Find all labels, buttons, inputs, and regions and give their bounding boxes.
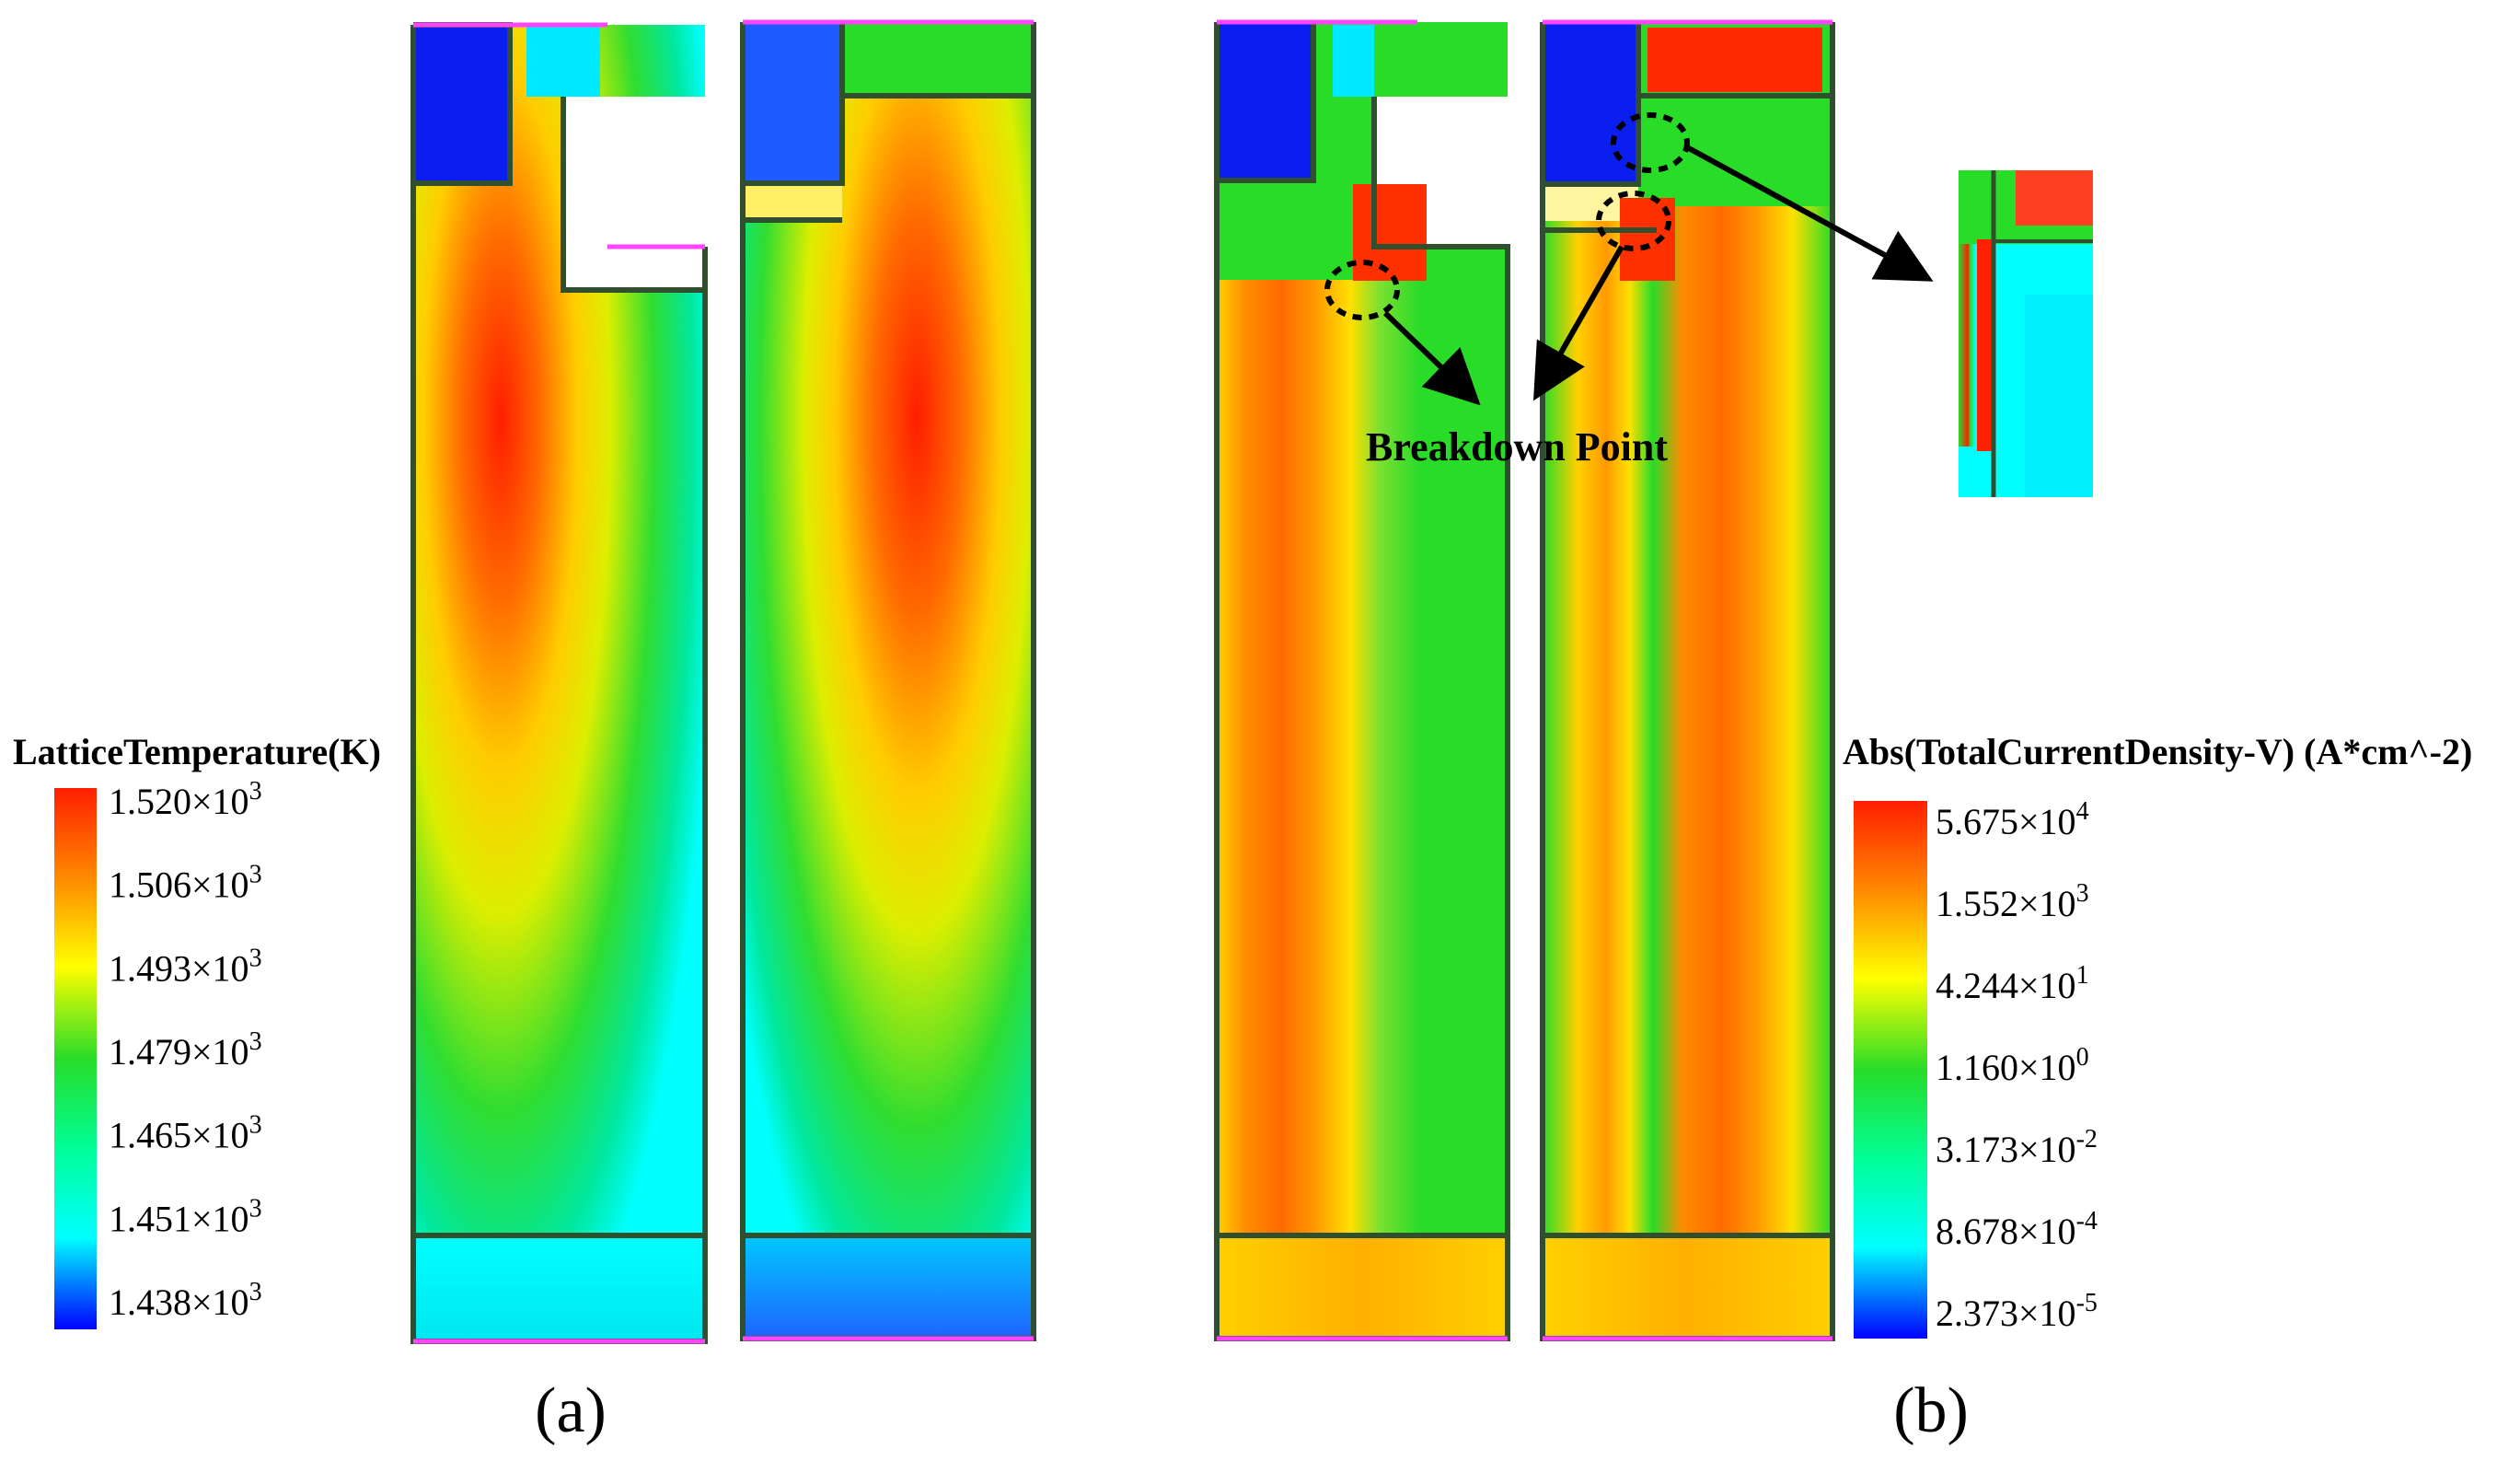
legend-b-tick-2: 4.244×101 [1936,961,2089,1006]
breakdown-marker-b2 [1596,191,1671,251]
legend-a-tick-2: 1.493×103 [109,944,262,989]
legend-b-tick-1: 1.552×103 [1936,879,2089,924]
device-b2 [1540,19,1835,1341]
p-region-a2 [743,183,842,220]
legend-a: LatticeTemperature(K) 1.520×103 1.506×103… [13,731,381,1329]
breakdown-marker-b1 [1324,260,1400,320]
gate-b1 [1333,25,1374,97]
source-contact-b2 [1543,22,1638,184]
gate-a2 [842,22,1034,96]
legend-b-tick-4: 3.173×10-2 [1936,1125,2098,1170]
legend-b-colorbar [1854,801,1927,1339]
legend-b-tick-6: 2.373×10-5 [1936,1289,2098,1334]
zoom-inset [1959,170,2093,497]
zoom-marker-b2 [1611,112,1690,173]
breakdown-point-label: Breakdown Point [1366,424,1668,470]
legend-a-colorbar [54,788,97,1329]
legend-a-tick-0: 1.520×103 [109,777,262,822]
panel-a [410,19,1036,1344]
legend-a-tick-1: 1.506×103 [109,861,262,906]
legend-b-tick-3: 1.160×100 [1936,1043,2089,1088]
legend-a-ticks: 1.520×103 1.506×103 1.493×103 1.479×103 1.46… [109,777,262,1323]
device-a1 [410,22,708,1344]
panel-label-b: (b) [1893,1375,1969,1446]
device-b1 [1214,19,1510,1341]
panel-b: Breakdown Point [1214,19,2093,1341]
legend-a-tick-6: 1.438×103 [109,1278,262,1323]
gate-a1 [526,25,600,97]
legend-a-tick-5: 1.451×103 [109,1194,262,1239]
source-contact-a1 [413,25,510,183]
source-contact-a2 [743,22,842,183]
legend-a-title: LatticeTemperature(K) [13,731,381,772]
legend-a-tick-4: 1.465×103 [109,1111,262,1156]
gate-b2 [1647,28,1822,92]
arrow-to-label-2 [1533,245,1624,401]
source-contact-b1 [1217,22,1313,180]
panel-label-a: (a) [535,1375,607,1446]
legend-b-ticks: 5.675×104 1.552×103 4.244×101 1.160×100 3.17… [1936,797,2098,1334]
arrow-to-inset [1685,145,1934,282]
legend-b: Abs(TotalCurrentDensity-V) (A*cm^-2) 5.6… [1843,731,2472,1339]
legend-b-tick-5: 8.678×10-4 [1936,1207,2098,1252]
device-a2 [740,19,1036,1341]
legend-b-tick-0: 5.675×104 [1936,797,2089,842]
trench-notch-a1 [563,97,705,290]
legend-a-tick-3: 1.479×103 [109,1027,262,1073]
legend-b-title: Abs(TotalCurrentDensity-V) (A*cm^-2) [1843,731,2472,772]
arrow-to-label-1 [1382,310,1481,406]
